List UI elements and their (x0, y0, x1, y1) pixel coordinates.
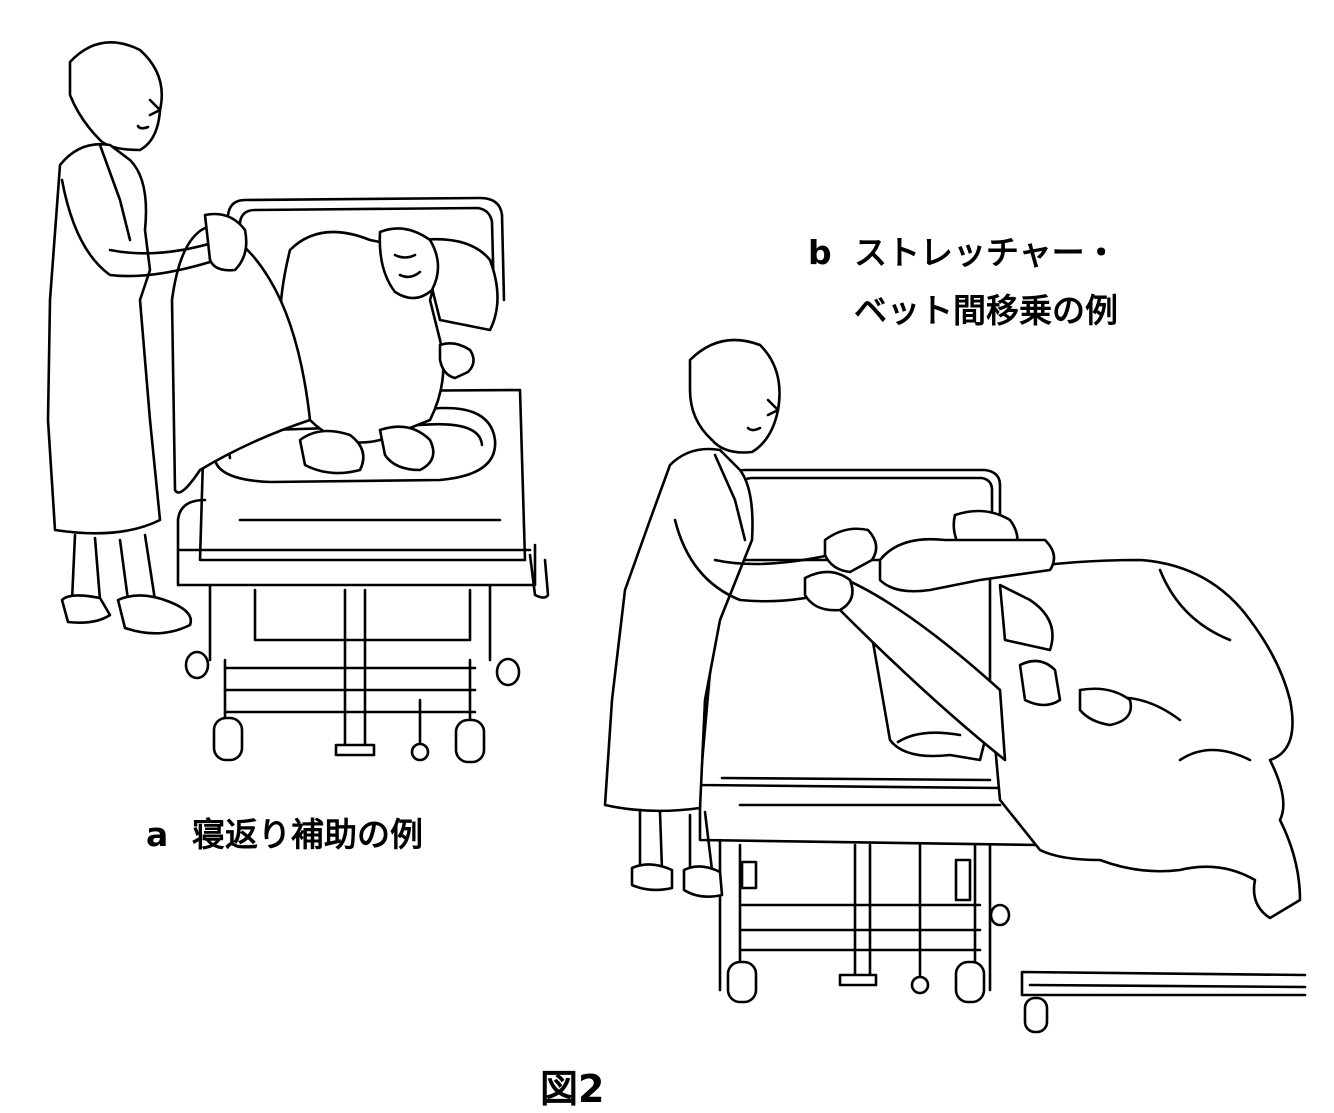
panel-a-illustration (46, 41, 550, 764)
panel-a-caption: a 寝返り補助の例 (146, 808, 423, 856)
panel-b-caption-text1: ストレッチャー・ (854, 233, 1118, 272)
panel-b-letter: b (808, 233, 832, 272)
panel-b-illustration (603, 338, 1307, 1034)
panel-a-caption-text: 寝返り補助の例 (192, 815, 423, 854)
panel-b-caption-line1: b ストレッチャー・ (808, 226, 1118, 274)
figure-label: 図2 (540, 1067, 605, 1111)
panel-a-letter: a (146, 815, 169, 854)
panel-b-caption-line2: ベット間移乗の例 (854, 291, 1118, 330)
